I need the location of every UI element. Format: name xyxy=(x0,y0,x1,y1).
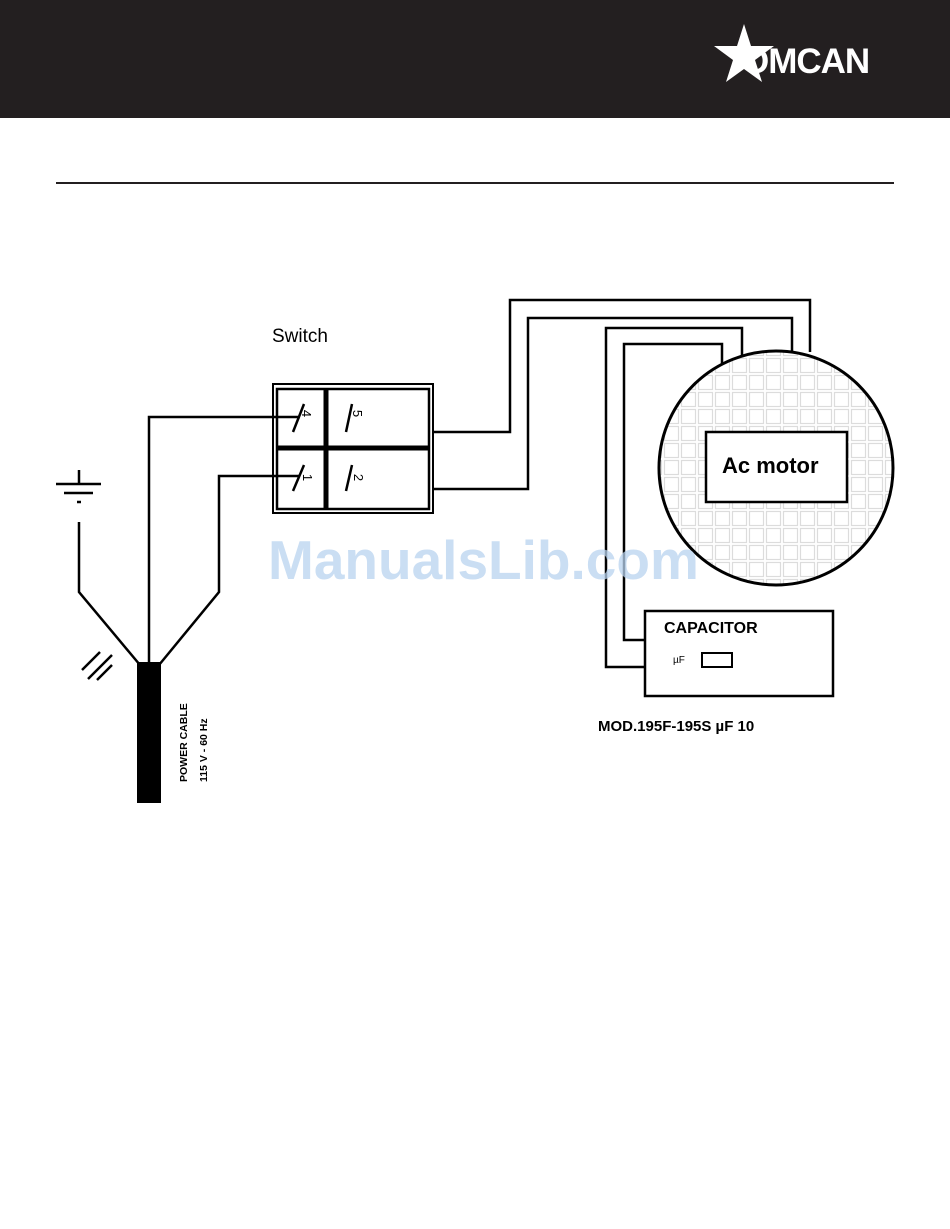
switch-title: Switch xyxy=(272,326,328,348)
power-cable xyxy=(137,662,161,803)
power-cable-label: POWER CABLE 115 V - 60 Hz xyxy=(174,686,214,782)
capacitor-unit: µF xyxy=(673,655,685,666)
capacitor-value-box xyxy=(702,653,732,667)
motor-label: Ac motor xyxy=(722,453,819,479)
power-wires xyxy=(79,417,300,665)
terminal-4: 4 xyxy=(299,410,314,417)
cable-marks xyxy=(82,652,112,680)
ground-wire xyxy=(79,522,140,665)
terminal-2: 2 xyxy=(351,474,366,481)
ground-icon xyxy=(56,470,101,502)
watermark: ManualsLib.com xyxy=(268,528,699,592)
terminal-5: 5 xyxy=(350,410,365,417)
power-cable-line2: 115 V - 60 Hz xyxy=(194,686,214,782)
model-label: MOD.195F-195S µF 10 xyxy=(598,718,754,735)
terminal-1: 1 xyxy=(300,474,315,481)
capacitor-label: CAPACITOR xyxy=(664,620,758,638)
power-cable-line1: POWER CABLE xyxy=(174,686,194,782)
